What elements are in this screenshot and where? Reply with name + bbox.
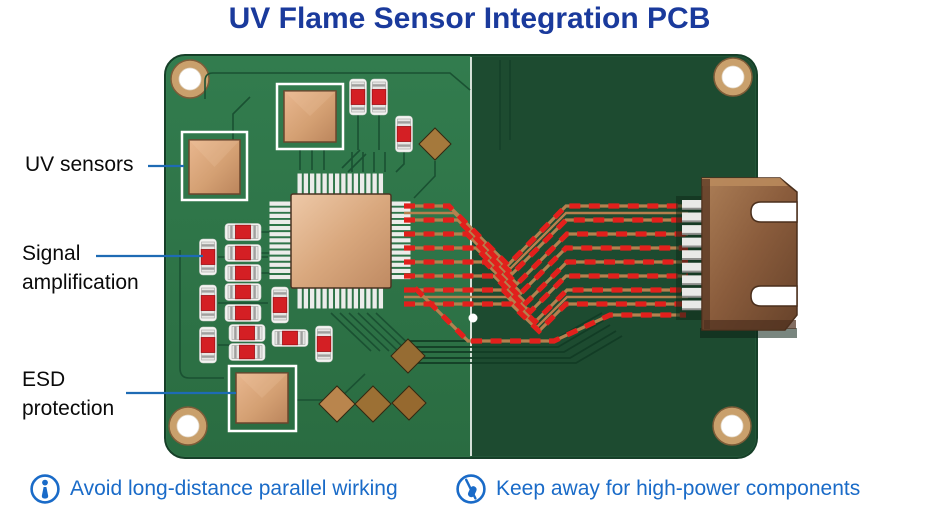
highlighted-signal-paths <box>404 203 688 344</box>
pcb-routing-traces <box>179 72 471 401</box>
edge-connector <box>676 177 798 338</box>
diamond-pad-bottom-1 <box>318 385 356 423</box>
main-ic-chip <box>269 173 411 309</box>
uv-sensor-pad-1 <box>180 130 249 202</box>
callout-leader-lines <box>96 164 236 395</box>
callout-esd-line1: ESD <box>22 368 66 391</box>
connector-body <box>701 177 798 331</box>
connector-latch-slot-top <box>750 201 798 223</box>
esd-protection-pad <box>227 364 298 433</box>
callout-signal-amplification: Signal amplification <box>22 240 139 298</box>
bottom-bus-traces <box>408 60 623 364</box>
diamond-pad-mid <box>390 338 426 374</box>
diamond-pad-bottom-2 <box>354 385 392 423</box>
footnote-parallel-wiring-text: Avoid long-distance parallel wirking <box>70 477 398 500</box>
page-title: UV Flame Sensor Integration PCB <box>228 2 711 35</box>
mounting-hole-bottom-right <box>712 406 752 446</box>
footnote-keep-away-text: Keep away for high-power components <box>496 477 861 500</box>
footnote-parallel-wiring: Avoid long-distance parallel wirking <box>29 473 398 505</box>
diamond-pads <box>318 127 452 423</box>
mounting-holes <box>168 57 753 446</box>
uv-sensor-pad-2 <box>275 82 345 151</box>
mounting-hole-top-right <box>713 57 753 97</box>
callout-uv-sensors: UV sensors <box>25 151 134 180</box>
exclamation-circle-icon <box>30 474 60 504</box>
callout-esd-protection: ESD protection <box>22 366 114 424</box>
mounting-hole-bottom-left <box>168 406 208 446</box>
callout-signal-line2: amplification <box>22 270 139 294</box>
diamond-pad-top <box>418 127 452 161</box>
diamond-pad-bottom-3 <box>391 385 427 421</box>
mounting-hole-top-left <box>170 59 210 99</box>
callout-uv-sensors-label: UV sensors <box>25 153 134 176</box>
connector-latch-slot-bottom <box>750 285 798 307</box>
ic-body <box>290 193 392 289</box>
callout-signal-line1: Signal <box>22 242 81 265</box>
keep-away-circle-icon <box>456 474 486 504</box>
via-white-dot <box>468 313 478 323</box>
footnote-keep-away: Keep away for high-power components <box>455 473 860 505</box>
callout-esd-line2: protection <box>22 396 115 420</box>
